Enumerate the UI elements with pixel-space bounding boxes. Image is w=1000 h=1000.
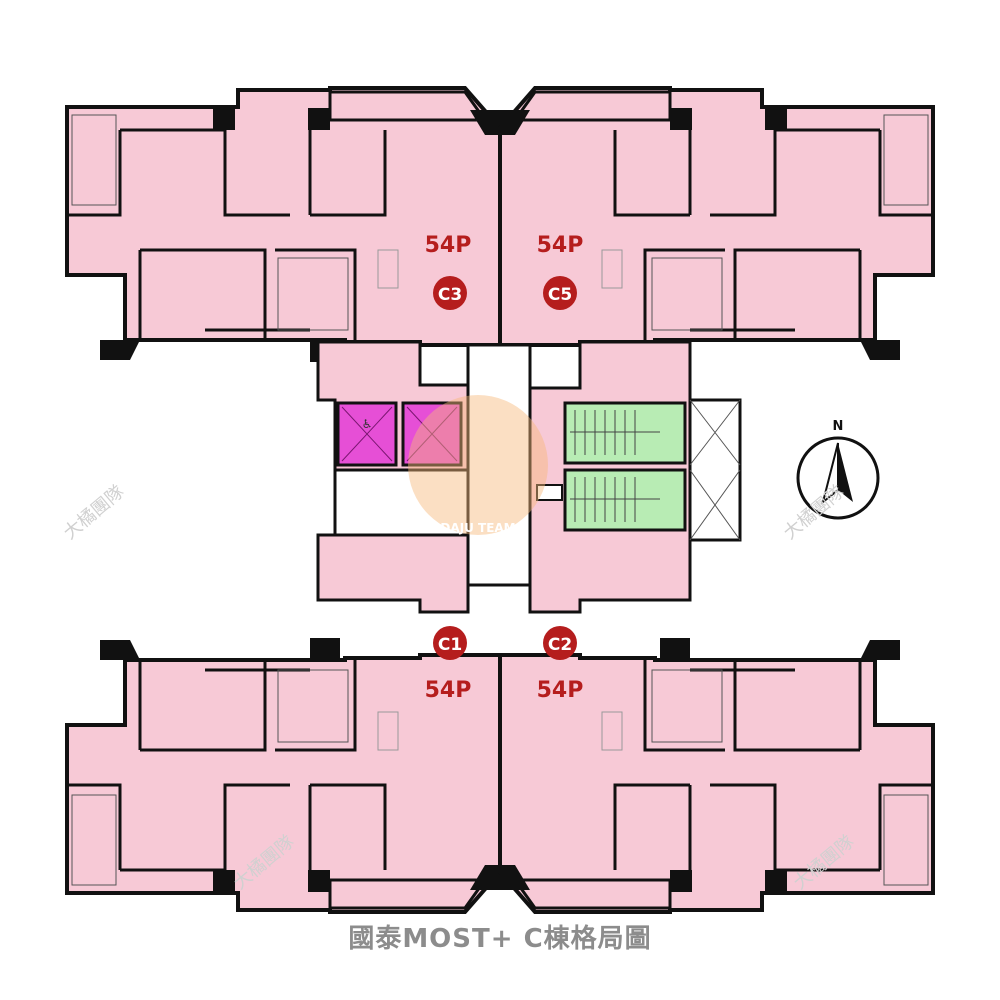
interior-walls [67, 128, 387, 340]
bathroom-fixtures [71, 114, 117, 206]
balcony [512, 878, 672, 910]
kitchen-fixtures [651, 257, 723, 331]
unit-code-label: C1 [438, 635, 462, 655]
unit-code-label: C5 [548, 285, 572, 305]
compass-north-label: N [833, 419, 844, 434]
corridor-white [333, 468, 470, 537]
central-core: ♿ [316, 340, 742, 614]
bathroom-fixtures [71, 794, 117, 886]
columns [500, 638, 900, 892]
shaft [688, 398, 742, 542]
balcony [512, 90, 672, 122]
unit-c2 [498, 638, 935, 914]
watermark-logo: DAJU TEAM [408, 395, 548, 535]
unit-c3 [65, 86, 502, 362]
interior-walls [613, 128, 933, 340]
unit-size-label: 54P [425, 678, 472, 703]
north-compass: N [796, 419, 880, 520]
table-outline [601, 711, 623, 751]
unit-code-label: C3 [438, 285, 462, 305]
unit-size-label: 54P [425, 233, 472, 258]
balcony [328, 90, 488, 122]
table-outline [377, 249, 399, 289]
watermark-logo-text: DAJU TEAM [440, 521, 515, 535]
compass-needle-right [838, 443, 853, 502]
unit-badge [543, 276, 577, 310]
unit-c5 [498, 86, 935, 362]
fire-extinguisher [536, 484, 563, 501]
lobby [466, 343, 532, 587]
stair-treads [570, 410, 660, 522]
table-outline [377, 711, 399, 751]
columns [100, 638, 500, 892]
kitchen-fixtures [277, 669, 349, 743]
balcony [328, 878, 488, 910]
plan-caption: 國泰MOST+ C棟格局圖 [348, 924, 652, 954]
interior-walls [67, 660, 387, 872]
unit-size-label: 54P [537, 233, 584, 258]
kitchen-fixtures [651, 669, 723, 743]
unit-code-label: C2 [548, 635, 572, 655]
kitchen-fixtures [277, 257, 349, 331]
unit-badge [433, 276, 467, 310]
watermark-text: 大橘團隊 [60, 481, 129, 543]
table-outline [601, 249, 623, 289]
bathroom-fixtures [883, 794, 929, 886]
bathroom-fixtures [883, 114, 929, 206]
unit-size-label: 54P [537, 678, 584, 703]
shaft-cross [689, 399, 741, 541]
unit-badge [433, 626, 467, 660]
unit-labels: 54P C3 54P C5 C1 54P C2 54P [425, 233, 584, 703]
wheelchair-icon: ♿ [362, 417, 373, 431]
unit-badge [543, 626, 577, 660]
